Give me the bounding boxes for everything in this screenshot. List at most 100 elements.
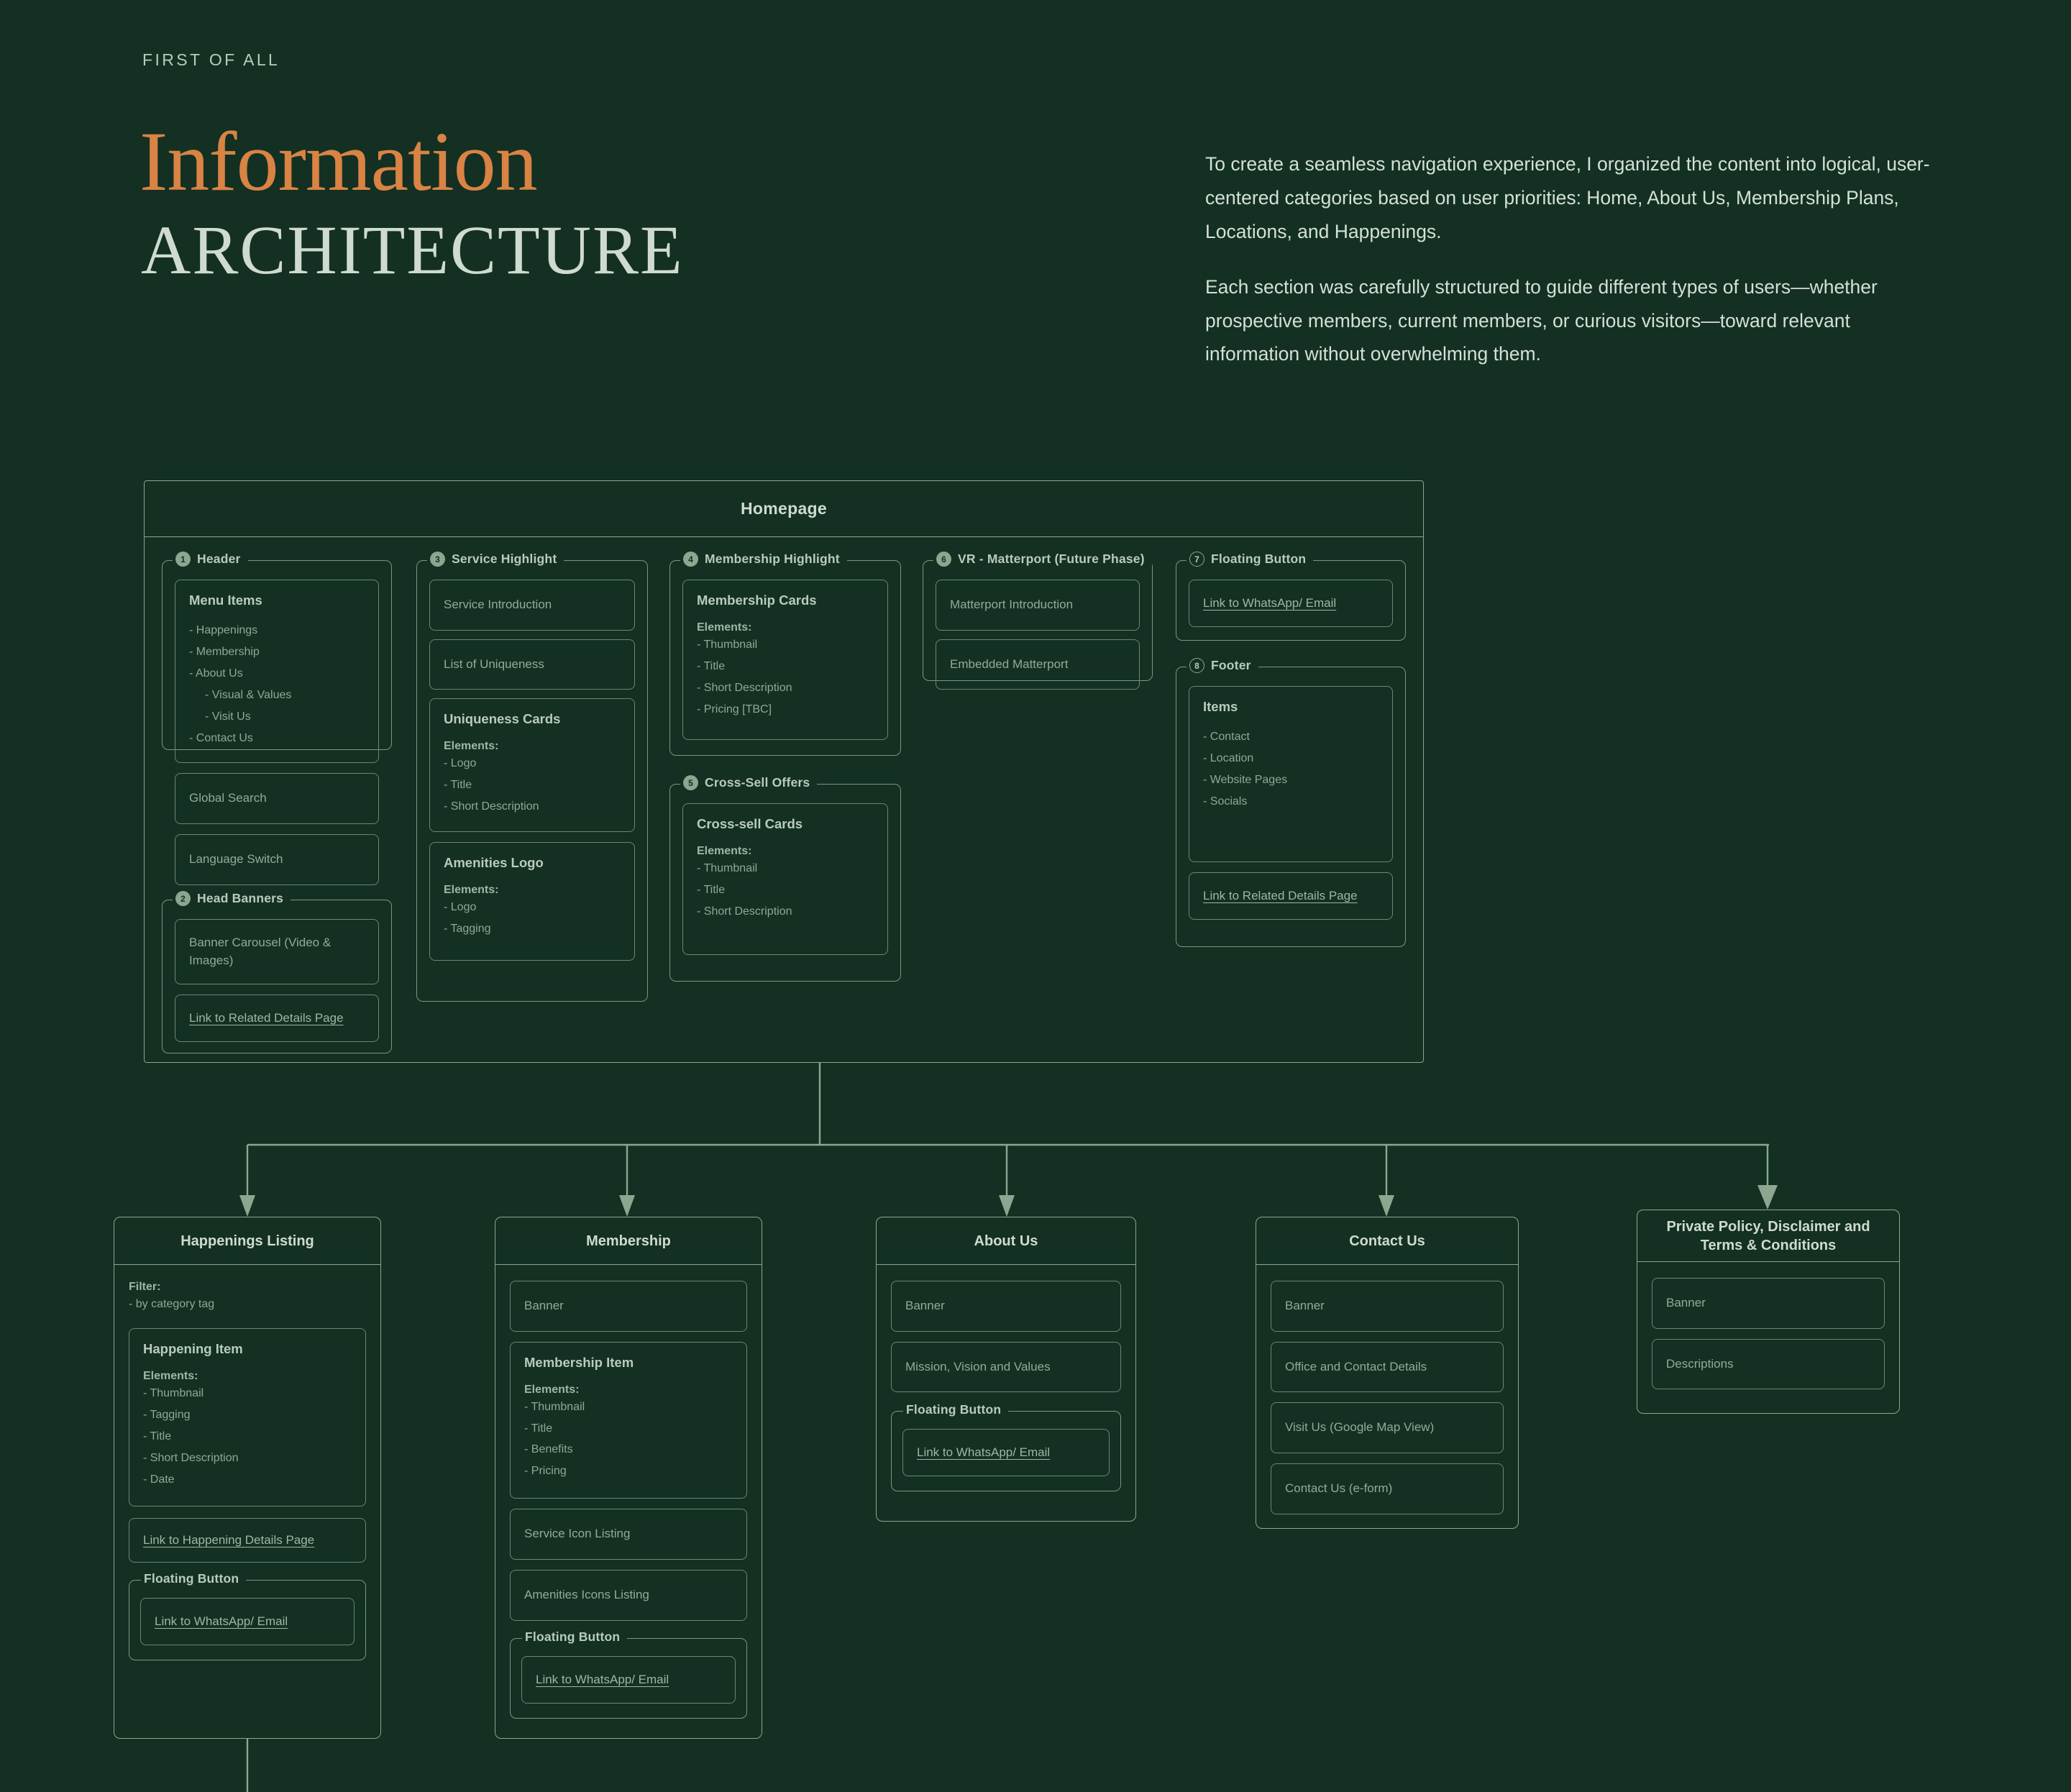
element-item: - Title [697,883,726,896]
badge-3: 3 [430,552,445,567]
group-head-banners-label: Head Banners [197,891,284,905]
mission-vision-values-card[interactable]: Mission, Vision and Values [891,1341,1121,1393]
visit-us-map-card[interactable]: Visit Us (Google Map View) [1271,1402,1504,1453]
matterport-intro-card[interactable]: Matterport Introduction [936,580,1140,631]
office-contact-details-card[interactable]: Office and Contact Details [1271,1341,1504,1393]
banner-card[interactable]: Banner [1652,1278,1885,1329]
banner-label: Banner [1666,1296,1706,1309]
happening-item-title: Happening Item [143,1340,243,1356]
footer-related-link-card[interactable]: Link to Related Details Page [1189,872,1393,920]
elements-label: Elements: [697,845,752,857]
floating-button-label: Floating Button [525,1629,621,1644]
group-header-legend: 1 Header [173,552,248,567]
whatsapp-email-link[interactable]: Link to WhatsApp/ Email [917,1445,1051,1460]
element-item: - Pricing [TBC] [697,703,772,716]
page-private-policy: Private Policy, Disclaimer and Terms & C… [1637,1210,1900,1414]
whatsapp-email-link[interactable]: Link to WhatsApp/ Email [155,1614,288,1629]
group-footer-legend: 8 Footer [1187,658,1258,673]
banner-card[interactable]: Banner [1271,1281,1504,1332]
banner-card[interactable]: Banner [891,1281,1121,1332]
whatsapp-link-card[interactable]: Link to WhatsApp/ Email [902,1429,1110,1477]
membership-item-card[interactable]: Membership Item Elements: - Thumbnail - … [510,1341,747,1499]
service-introduction-card[interactable]: Service Introduction [429,580,635,631]
footer-related-details-link[interactable]: Link to Related Details Page [1203,888,1358,902]
membership-cards-card[interactable]: Membership Cards Elements: - Thumbnail -… [682,580,888,740]
whatsapp-link-card[interactable]: Link to WhatsApp/ Email [521,1655,736,1704]
happening-details-link[interactable]: Link to Happening Details Page [143,1533,315,1548]
descriptions-card[interactable]: Descriptions [1652,1338,1885,1390]
group-vr-matterport: 6 VR - Matterport (Future Phase) Matterp… [923,552,1153,690]
group-cross-sell-label: Cross-Sell Offers [705,775,810,790]
banner-card[interactable]: Banner [510,1281,747,1332]
whatsapp-email-link[interactable]: Link to WhatsApp/ Email [536,1672,669,1686]
element-item: - Logo [444,901,477,913]
menu-item: - Membership [189,645,260,658]
intro-paragraph-2: Each section was carefully structured to… [1205,275,1878,365]
page-title-accent: Information [140,114,538,209]
group-header: 1 Header Menu Items - Happenings - Membe… [162,552,392,885]
whatsapp-link-card[interactable]: Link to WhatsApp/ Email [1189,580,1393,627]
footer-items-title: Items [1203,699,1238,714]
cross-sell-cards-card[interactable]: Cross-sell Cards Elements: - Thumbnail -… [682,803,888,955]
group-floating-button: 7 Floating Button Link to WhatsApp/ Emai… [1176,552,1406,641]
footer-item: - Website Pages [1203,773,1288,786]
matterport-intro-label: Matterport Introduction [950,598,1074,611]
contact-eform-card[interactable]: Contact Us (e-form) [1271,1463,1504,1514]
group-vr-matterport-label: VR - Matterport (Future Phase) [958,552,1145,566]
global-search-card[interactable]: Global Search [175,773,379,825]
mission-vision-values-label: Mission, Vision and Values [905,1359,1051,1373]
list-of-uniqueness-card[interactable]: List of Uniqueness [429,639,635,690]
uniqueness-cards-card[interactable]: Uniqueness Cards Elements: - Logo - Titl… [429,698,635,832]
menu-items-card[interactable]: Menu Items - Happenings - Membership - A… [175,580,379,764]
badge-2: 2 [175,891,191,906]
embedded-matterport-card[interactable]: Embedded Matterport [936,639,1140,690]
elements-label: Elements: [444,884,499,896]
element-item: - Pricing [524,1465,567,1478]
badge-8: 8 [1189,658,1204,673]
visit-us-map-label: Visit Us (Google Map View) [1285,1420,1435,1435]
element-item: - Benefits [524,1443,573,1456]
amenities-logo-card[interactable]: Amenities Logo Elements: - Logo - Taggin… [429,842,635,961]
related-details-link-card[interactable]: Link to Related Details Page [175,995,379,1043]
related-details-link[interactable]: Link to Related Details Page [189,1011,344,1025]
happening-details-link-card[interactable]: Link to Happening Details Page [129,1518,366,1563]
service-icon-listing-card[interactable]: Service Icon Listing [510,1509,747,1560]
floating-button-legend: Floating Button [522,1629,628,1645]
floating-button-label: Floating Button [144,1571,239,1586]
group-head-banners-legend: 2 Head Banners [173,891,291,906]
cross-sell-cards-title: Cross-sell Cards [697,816,803,831]
service-icon-listing-label: Service Icon Listing [524,1527,631,1541]
element-item: - Thumbnail [143,1386,204,1399]
group-floating-button-about: Floating Button Link to WhatsApp/ Email [891,1402,1121,1492]
whatsapp-email-link[interactable]: Link to WhatsApp/ Email [1203,596,1337,610]
page-contact-us: Contact Us Banner Office and Contact Det… [1256,1217,1519,1529]
whatsapp-link-card[interactable]: Link to WhatsApp/ Email [140,1598,355,1646]
group-service-highlight-legend: 3 Service Highlight [427,552,564,567]
element-item: - Tagging [143,1408,191,1421]
element-item: - Short Description [143,1451,239,1464]
happenings-title: Happenings Listing [114,1217,380,1265]
group-floating-button-membership: Floating Button Link to WhatsApp/ Email [510,1629,747,1719]
banner-label: Banner [524,1299,564,1312]
banner-carousel-card[interactable]: Banner Carousel (Video & Images) [175,919,379,985]
happening-item-card[interactable]: Happening Item Elements: - Thumbnail - T… [129,1327,366,1507]
global-search-label: Global Search [189,791,267,805]
membership-item-title: Membership Item [524,1354,634,1370]
badge-7: 7 [1189,552,1204,567]
footer-item: - Contact [1203,731,1250,743]
element-item: - Tagging [444,922,491,935]
group-cross-sell-offers: 5 Cross-Sell Offers Cross-sell Cards Ele… [669,775,901,982]
element-item: - Title [524,1422,553,1435]
element-item: - Date [143,1473,175,1486]
group-head-banners: 2 Head Banners Banner Carousel (Video & … [162,891,392,1053]
elements-label: Elements: [697,621,752,634]
footer-item: - Location [1203,751,1254,764]
happenings-body: Filter: - by category tag Happening Item… [114,1265,380,1675]
element-item: - Title [143,1430,172,1443]
page-about-us: About Us Banner Mission, Vision and Valu… [876,1217,1136,1522]
service-introduction-label: Service Introduction [444,598,552,611]
amenities-icons-listing-card[interactable]: Amenities Icons Listing [510,1569,747,1621]
footer-items-card[interactable]: Items - Contact - Location - Website Pag… [1189,686,1393,862]
language-switch-card[interactable]: Language Switch [175,834,379,885]
